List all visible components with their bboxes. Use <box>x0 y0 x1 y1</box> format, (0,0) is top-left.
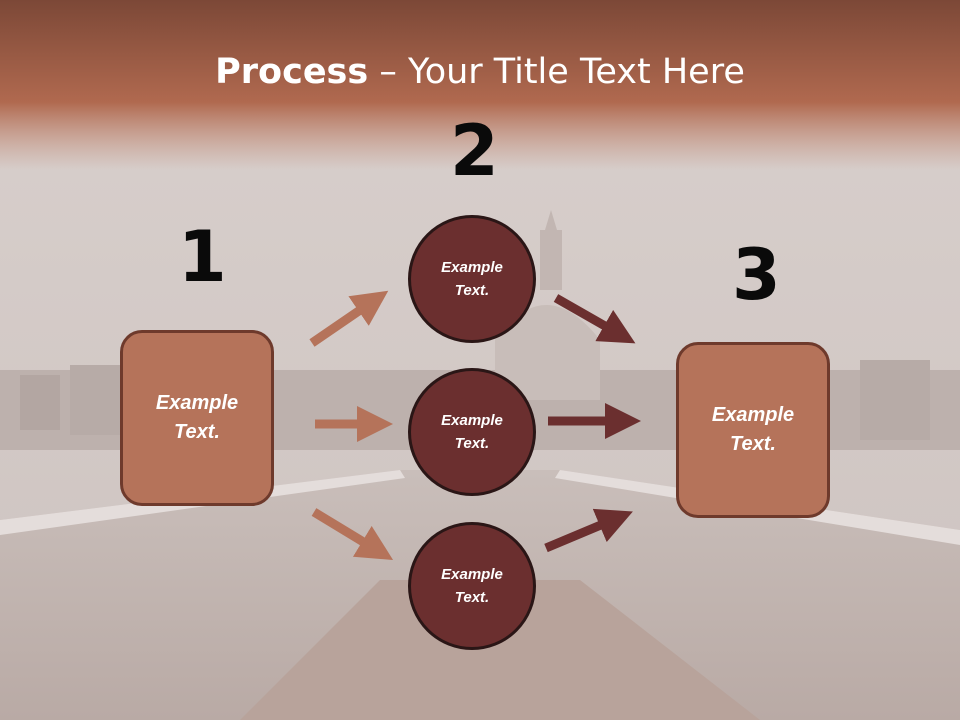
step-number-3: 3 <box>732 234 781 316</box>
circle-top: Example Text. <box>408 215 536 343</box>
arrow-circle-bottom-to-box3 <box>544 508 633 553</box>
circle-middle: Example Text. <box>408 368 536 496</box>
arrow-box1-to-circle-top <box>309 290 389 347</box>
circle-top-text: Example Text. <box>441 259 503 299</box>
slide-title: Process – Your Title Text Here <box>0 52 960 92</box>
arrow-box1-to-circle-bottom <box>311 508 394 561</box>
step-box-1: Example Text. <box>120 330 274 506</box>
step-box-1-text: Example Text. <box>155 392 239 443</box>
step-number-1: 1 <box>178 216 227 298</box>
arrow-circle-top-to-box3 <box>553 294 636 344</box>
circle-bottom: Example Text. <box>408 522 536 650</box>
title-rest: – Your Title Text Here <box>368 52 745 92</box>
step-box-3: Example Text. <box>676 342 830 518</box>
circle-bottom-text: Example Text. <box>441 566 503 606</box>
circle-middle-text: Example Text. <box>441 412 503 452</box>
step-box-3-text: Example Text. <box>711 404 795 455</box>
step-number-2: 2 <box>450 110 499 192</box>
title-bold: Process <box>215 52 369 92</box>
